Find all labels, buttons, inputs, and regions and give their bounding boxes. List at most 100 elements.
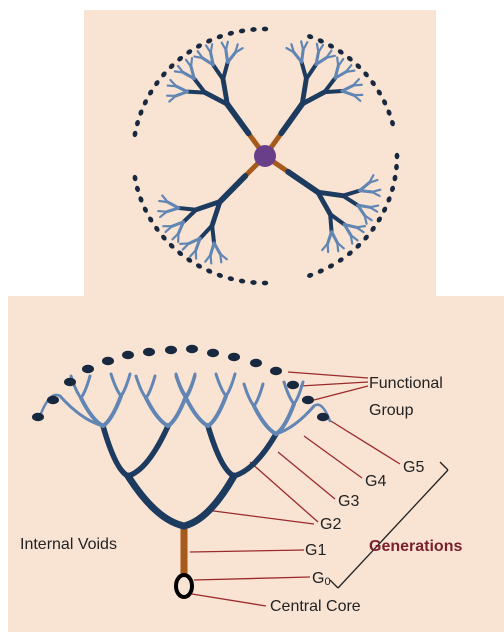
- label-generations: Generations: [369, 538, 462, 555]
- functional-group-dot: [390, 119, 395, 127]
- branch-segment: [192, 76, 208, 95]
- functional-group-dot: [206, 268, 213, 274]
- leader-line: [303, 435, 363, 479]
- branch-segment: [290, 43, 296, 54]
- dendrimer-top-view-diagram: [84, 10, 436, 296]
- branch-segment: [124, 472, 188, 530]
- functional-group-dot: [142, 99, 148, 106]
- branch-segment: [189, 65, 196, 81]
- functional-group-dot: [135, 119, 140, 127]
- branch-segment: [119, 372, 132, 398]
- leader-line: [189, 549, 305, 553]
- functional-group-dot: [317, 268, 324, 274]
- functional-group-dot: [317, 38, 324, 44]
- label-g5: G5: [403, 459, 424, 476]
- branch-segment: [356, 203, 367, 217]
- dendron-wedge: [157, 173, 249, 265]
- dendron-wedge: [166, 40, 252, 137]
- label-central-core: Central Core: [270, 598, 361, 615]
- functional-group-dot: [394, 163, 399, 171]
- functional-group-dot: [238, 278, 246, 284]
- functional-group-dot: [186, 49, 193, 55]
- functional-group-dot: [307, 272, 314, 278]
- functional-group-dot: [154, 225, 160, 232]
- branch-segment: [314, 56, 328, 66]
- branch-segment: [224, 372, 237, 398]
- functional-group-ends: [32, 344, 329, 422]
- leader-line: [205, 509, 315, 525]
- branch-segment: [231, 431, 279, 479]
- functional-group-dot: [135, 185, 140, 193]
- branch-segment: [328, 212, 347, 227]
- functional-group-dot: [132, 130, 138, 138]
- functional-group-end: [82, 364, 94, 374]
- branch-segment: [101, 394, 123, 428]
- branch-segment: [344, 69, 356, 74]
- branch-segment: [302, 41, 309, 51]
- branch-segment: [161, 194, 169, 204]
- branch-segment: [209, 43, 214, 54]
- functional-group-dot: [355, 242, 362, 249]
- branch-segment: [322, 76, 338, 95]
- branch-segment: [79, 374, 92, 400]
- branch-segment: [208, 241, 216, 257]
- functional-group-dot: [142, 206, 148, 213]
- branch-segment: [157, 209, 168, 213]
- functional-group-dot: [337, 257, 344, 263]
- central-core-node: [254, 145, 276, 167]
- functional-group-dot: [386, 109, 392, 116]
- branch-segment: [217, 173, 249, 205]
- branch-segment: [317, 43, 325, 54]
- branch-segment: [220, 76, 230, 107]
- generations-bracket-line: [337, 469, 449, 589]
- functional-group-dot: [327, 263, 335, 269]
- branch-segment: [209, 199, 223, 228]
- functional-group-dot: [216, 272, 223, 278]
- functional-group-end: [143, 347, 155, 357]
- functional-group-dot: [346, 250, 353, 257]
- label-g0-main: G: [312, 570, 324, 587]
- leader-line: [325, 417, 401, 465]
- functional-group-dot: [138, 196, 144, 203]
- branch-segment: [315, 189, 346, 199]
- functional-group-dot: [370, 225, 376, 232]
- functional-group-dot: [386, 196, 392, 203]
- branch-segment: [370, 190, 381, 198]
- functional-group-dot: [227, 30, 234, 36]
- branch-segment: [210, 223, 217, 245]
- leader-line: [277, 451, 336, 500]
- branch-segment: [325, 54, 336, 59]
- generations-bracket-tick: [439, 461, 449, 471]
- functional-group-dot: [154, 80, 160, 87]
- functional-group-dot: [261, 280, 269, 286]
- branch-segment: [336, 241, 340, 253]
- branch-segment: [198, 223, 215, 241]
- functional-group-dot: [161, 234, 167, 241]
- branch-segment: [209, 51, 215, 67]
- leader-line: [287, 371, 369, 379]
- functional-group-dot: [376, 216, 382, 223]
- functional-group-end: [317, 412, 329, 422]
- branch-segment: [328, 212, 334, 234]
- functional-group-dot: [148, 89, 154, 96]
- dendron-side-view-diagram: Functional Group G5 G4 G3 G2 G1 G0 Inter…: [8, 296, 504, 632]
- branch-segment: [368, 206, 379, 213]
- functional-group-dot: [363, 234, 369, 241]
- functional-group-dot: [168, 63, 175, 70]
- branch-segment: [252, 382, 265, 408]
- branch-segment: [184, 374, 197, 400]
- branch-segment: [58, 394, 105, 428]
- branch-segment: [174, 84, 189, 94]
- functional-group-end: [270, 366, 282, 376]
- functional-group-dot: [250, 280, 257, 285]
- label-g2: G2: [320, 516, 341, 533]
- branch-segment: [189, 57, 194, 68]
- peripheral-functional-groups: [132, 26, 400, 286]
- functional-group-dot: [195, 263, 203, 269]
- leader-line: [313, 385, 369, 401]
- dendron-side-view: Functional Group G5 G4 G3 G2 G1 G0 Inter…: [8, 296, 504, 632]
- functional-group-dot: [363, 71, 369, 78]
- functional-group-dot: [216, 34, 223, 40]
- radial-branches: [157, 40, 382, 265]
- branch-segment: [226, 51, 237, 64]
